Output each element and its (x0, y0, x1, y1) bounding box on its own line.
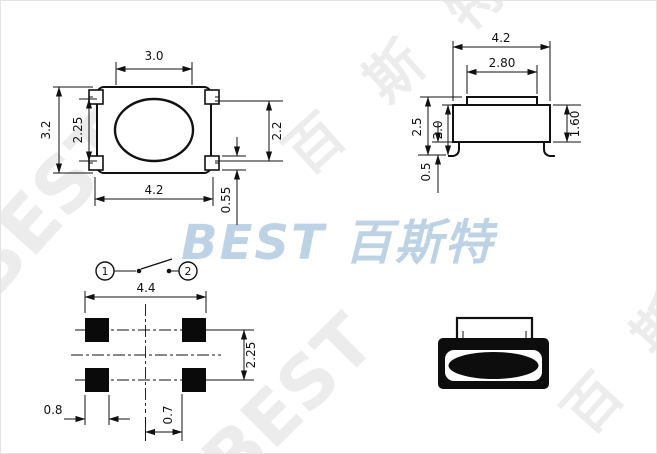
dim-terminal-size: 0.55 (219, 137, 246, 225)
actuator-side-view (466, 96, 538, 106)
front-view-lens (448, 352, 539, 379)
dim-pad-width: 0.8 (43, 395, 130, 425)
dim-label-side-width: 4.2 (491, 31, 510, 45)
dim-label-actuator-width: 2.80 (489, 56, 516, 70)
dim-side-width: 4.2 (452, 31, 551, 101)
dim-label-lead-height: 0.5 (419, 162, 433, 181)
pin2-circle (178, 261, 198, 281)
dim-right-height: 2.2 (215, 100, 284, 162)
actuator-button (113, 97, 195, 163)
dim-body-width: 4.2 (94, 177, 214, 206)
dim-lead-height: 0.5 (419, 123, 453, 193)
dim-body-to-seating: 2.0 (431, 104, 453, 156)
dim-label-pad-width: 0.8 (43, 403, 62, 417)
dim-label-inner-height: 2.25 (71, 117, 85, 144)
dim-label-body-width: 4.2 (144, 183, 163, 197)
dim-label-right-height: 2.2 (270, 121, 284, 140)
dim-row-pitch: 2.25 (211, 329, 258, 381)
dim-frame-height: 1.60 (553, 104, 582, 143)
contact-left (136, 268, 142, 274)
dim-footprint-width: 4.4 (84, 281, 207, 313)
dim-total-height: 2.5 (410, 96, 462, 156)
switch-arm (140, 258, 173, 270)
dim-body-height: 3.2 (39, 86, 93, 174)
dim-label-center-offset: 0.7 (161, 405, 175, 424)
dim-label-footprint-width: 4.4 (136, 281, 155, 295)
footprint: 4.4 2.25 0.8 0.7 (43, 281, 258, 441)
pin2-label: 2 (185, 265, 192, 278)
dim-label-terminal-size: 0.55 (219, 187, 233, 214)
pad-top-right (182, 318, 206, 342)
lead-right (543, 142, 555, 157)
pin1-label: 1 (102, 265, 109, 278)
contact-right (166, 268, 172, 274)
dim-label-body-height: 3.2 (39, 120, 53, 139)
dim-actuator-width: 2.80 (466, 56, 538, 94)
dim-label-total-height: 2.5 (410, 117, 424, 136)
pad-top-left (85, 318, 109, 342)
button-front-view (455, 316, 534, 342)
front-view (438, 316, 549, 389)
pad-bottom-left (85, 368, 109, 392)
dim-label-top-width: 3.0 (144, 49, 163, 63)
side-view: 4.2 2.80 2.5 2.0 (410, 31, 582, 193)
dim-top-width: 3.0 (115, 49, 193, 85)
dim-inner-height: 2.25 (71, 98, 97, 162)
pad-bottom-right (182, 368, 206, 392)
lead-left (448, 142, 460, 157)
dim-center-offset: 0.7 (145, 394, 183, 441)
top-view: 3.0 3.2 2.25 4.2 (39, 49, 284, 225)
schematic: 1 2 (95, 258, 198, 281)
dim-label-row-pitch: 2.25 (244, 342, 258, 369)
dim-label-frame-height: 1.60 (568, 111, 582, 138)
switch-body-side-view (452, 104, 551, 143)
